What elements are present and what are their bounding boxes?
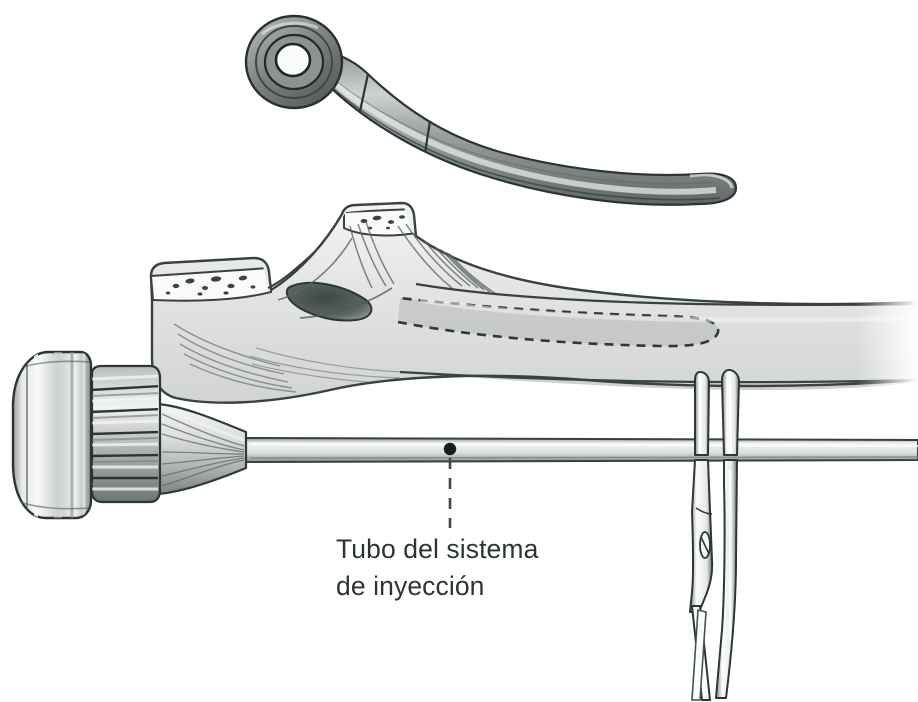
callout-leader xyxy=(443,442,457,528)
stem-body xyxy=(298,49,738,206)
scissors-handle-inner xyxy=(691,608,707,701)
knurl-ribs xyxy=(90,374,158,491)
stem-eyelet-hole xyxy=(274,42,312,78)
bone-hatching-lower xyxy=(173,323,297,393)
scissors-blade-left xyxy=(694,371,710,456)
bone-trabeculae-neck xyxy=(165,275,256,296)
cone-shading xyxy=(161,413,245,487)
scissors-hinge xyxy=(695,507,713,559)
femoral-stem-implant xyxy=(244,14,738,206)
proximal-femur xyxy=(149,201,918,404)
injection-system-assembly xyxy=(11,350,918,520)
callout-anchor-dot xyxy=(443,442,457,456)
plunger-cap-disc xyxy=(11,350,93,520)
disc-shading xyxy=(13,352,90,518)
surgical-scissors xyxy=(689,369,740,701)
scissors-shank-right xyxy=(715,459,738,699)
callout-label: Tubo del sistema de inyección xyxy=(336,534,539,601)
bone-trabeculae-trochanter xyxy=(360,215,405,230)
medullary-cavity xyxy=(285,281,373,322)
stem-eyelet xyxy=(244,14,344,110)
